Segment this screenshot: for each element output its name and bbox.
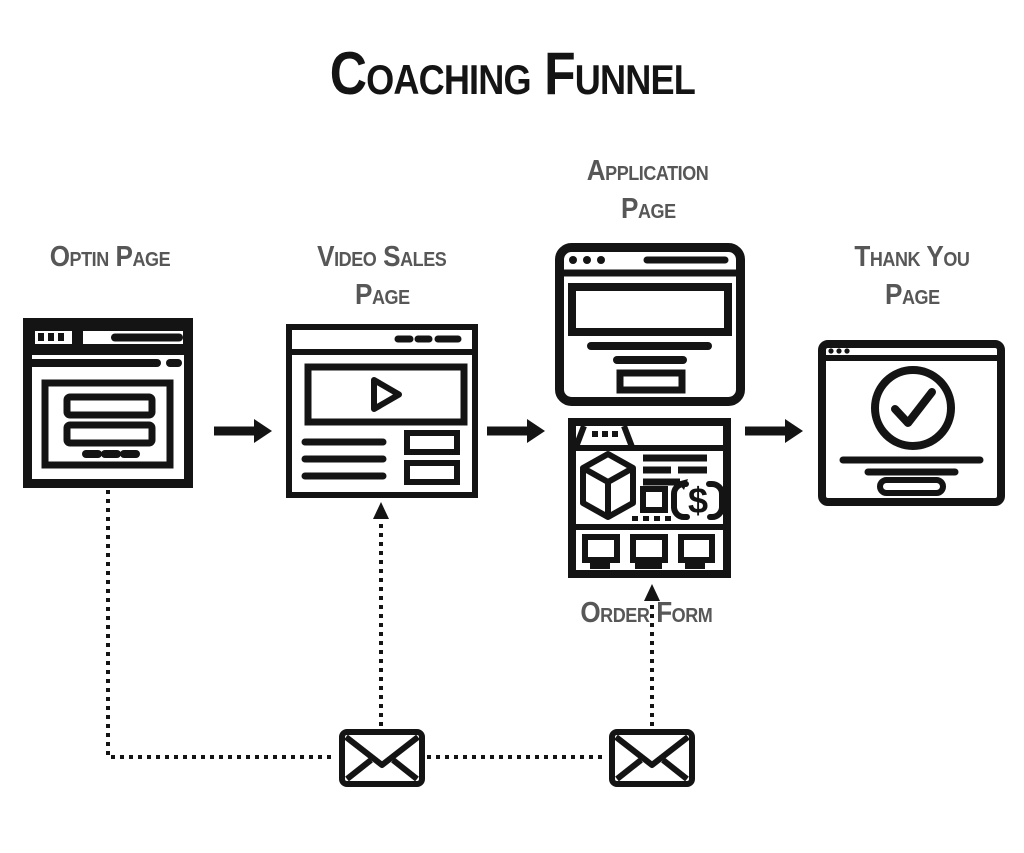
label-optin-page: Optin Page: [0, 238, 220, 276]
submit-button-icon: [616, 369, 686, 394]
dotted-arrowhead-up-orderform-icon: [644, 584, 660, 601]
window-dots-icon: [569, 256, 605, 264]
browser-optin-form-icon: [23, 318, 193, 488]
email-envelope-icon: [609, 729, 695, 787]
success-check-circle-icon: [871, 366, 955, 450]
flow-arrow-icon: [214, 419, 272, 443]
dollar-payment-icon: $: [671, 479, 725, 521]
page-title: Coaching Funnel: [0, 44, 1024, 104]
label-order-form-line1: Order Form: [579, 597, 712, 629]
label-application-page-line1: Application: [587, 155, 709, 187]
page-title-text: Coaching Funnel: [329, 40, 695, 107]
dotted-line-optin-to-email1: [106, 490, 336, 759]
label-optin-page-line1: Optin Page: [49, 241, 171, 273]
email-envelope-icon: [339, 729, 425, 787]
label-video-sales-page-line1: Video Sales: [317, 241, 447, 273]
label-thank-you-page-line2: Page: [884, 279, 940, 311]
browser-checkmark-icon: [818, 340, 1005, 506]
window-dots-icon: [828, 348, 850, 354]
package-cube-icon: [580, 451, 636, 520]
window-dots-icon: [592, 431, 618, 437]
browser-checkout-order-icon: $: [568, 418, 731, 578]
flow-arrow-icon: [487, 419, 545, 443]
dotted-arrowhead-up-vsp-icon: [373, 502, 389, 519]
form-input-row-icon: [63, 393, 156, 419]
label-application-page: Application Page: [528, 152, 768, 228]
label-thank-you-page: Thank You Page: [792, 238, 1024, 314]
window-dots-icon: [38, 333, 64, 341]
label-thank-you-page-line1: Thank You: [854, 241, 970, 273]
flow-arrow-icon: [745, 419, 803, 443]
label-video-sales-page-line2: Page: [354, 279, 410, 311]
label-application-page-line2: Page: [620, 193, 676, 225]
play-button-icon: [371, 377, 402, 412]
label-order-form: Order Form: [526, 594, 766, 632]
browser-video-player-icon: [286, 324, 478, 498]
label-video-sales-page: Video Sales Page: [262, 238, 502, 314]
browser-application-form-icon: [555, 243, 745, 406]
form-input-row-icon: [63, 421, 156, 447]
svg-text:$: $: [688, 480, 708, 521]
